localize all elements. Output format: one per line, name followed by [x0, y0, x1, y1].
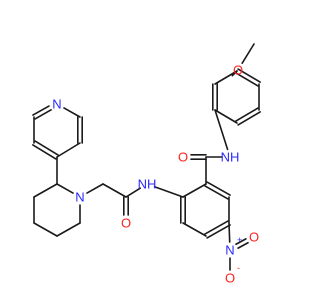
double-bond-line [235, 238, 247, 246]
double-bond-line [237, 111, 261, 126]
single-bond [33, 222, 58, 237]
double-bond-line [206, 181, 231, 196]
double-bond-line [32, 105, 50, 116]
atom-label-o-amide1: O [178, 150, 188, 165]
single-bond [182, 183, 207, 198]
single-bond [214, 70, 238, 85]
double-bond-line [34, 109, 52, 120]
single-bond [63, 107, 81, 118]
single-bond [33, 183, 58, 198]
double-bond-line [237, 241, 249, 249]
atom-label-o-nitro-top: O [249, 230, 259, 245]
double-bond-line [204, 220, 229, 235]
double-bond-line [34, 140, 59, 156]
single-bond [228, 222, 231, 243]
single-bond [102, 183, 127, 198]
double-bond-line [237, 68, 261, 83]
single-bond [182, 222, 207, 237]
single-bond [153, 185, 184, 198]
single-bond [56, 183, 74, 194]
atom-label-n-amide: NH [221, 150, 240, 165]
atom-label-n-amide2: NH [138, 177, 157, 192]
atom-label-o-amide2: O [121, 216, 131, 231]
double-bond-line [206, 224, 231, 239]
double-bond-line [235, 72, 259, 87]
single-bond [56, 222, 81, 237]
atom-label-n-piperidine: N [75, 190, 84, 205]
atom-label-n-nitro: N [225, 243, 234, 258]
double-bond-line [235, 107, 259, 122]
atom-label-o-nitro-bottom: O [225, 271, 235, 286]
charge-o-nitro-bottom: - [237, 263, 240, 273]
atom-label-o-methoxy: O [233, 63, 243, 78]
double-bond-line [32, 144, 57, 160]
charge-n-nitro: + [237, 235, 242, 245]
bond-lines [32, 43, 261, 271]
double-bond-line [204, 185, 229, 200]
single-bond [214, 109, 229, 151]
single-bond [125, 187, 141, 198]
single-bond [241, 43, 255, 64]
single-bond [56, 142, 81, 158]
atom-label-n-pyridine: N [52, 97, 61, 112]
single-bond [214, 109, 238, 124]
single-bond [86, 183, 104, 194]
